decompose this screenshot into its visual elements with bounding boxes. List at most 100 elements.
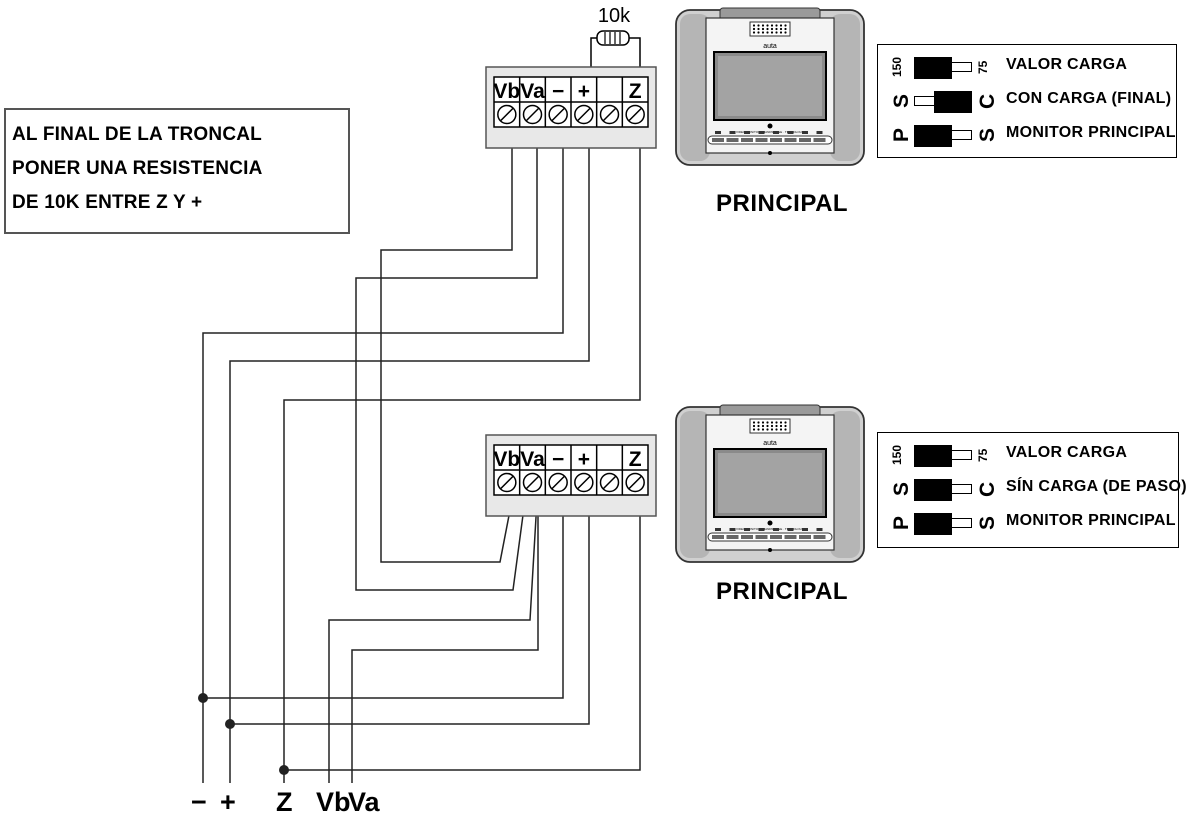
terminal-label-1: Va [520, 80, 545, 103]
switch-description: MONITOR PRINCIPAL [1006, 124, 1176, 141]
wire-va-upper [355, 124, 538, 591]
monitor-button[interactable] [712, 138, 724, 142]
switch-knob[interactable] [914, 513, 952, 535]
switch-right-label: 75 [976, 448, 990, 462]
bus-label-vb: Vb [316, 787, 351, 817]
switch-description: SÍN CARGA (DE PASO) [1006, 478, 1187, 495]
bus-label-minus: − [191, 787, 207, 817]
dip-settings-upper: 150 75 VALOR CARGA S C CON CARGA (FINAL) P S MON… [877, 44, 1177, 158]
wire-z-upper [283, 124, 641, 783]
monitor-fine-print: VIDEO MONITOR · HANDS FREE · TFT COLOUR [736, 130, 805, 134]
resistor-label: 10k [598, 5, 631, 27]
wire-vb-upper [380, 124, 513, 563]
instruction-note: AL FINAL DE LA TRONCAL PONER UNA RESISTE… [4, 108, 350, 234]
switch-left-label: P [890, 128, 913, 143]
dip-switch-row: P S MONITOR PRINCIPAL [878, 120, 1176, 150]
switch-knob[interactable] [914, 57, 952, 79]
terminal-label-2: − [552, 448, 564, 471]
terminal-label-5: Z [629, 80, 642, 103]
terminal-label-3: + [578, 80, 590, 103]
button-symbol-icon [787, 131, 794, 134]
button-symbol-icon [816, 131, 823, 134]
button-symbol-icon [787, 528, 794, 531]
monitor-button[interactable] [799, 138, 811, 142]
terminal-label-2: − [552, 80, 564, 103]
terminal-label-5: Z [629, 448, 642, 471]
switch-right-label: C [976, 93, 999, 109]
button-symbol-icon [816, 528, 823, 531]
button-symbol-icon [715, 131, 721, 134]
switch-description: CON CARGA (FINAL) [1006, 90, 1172, 107]
monitor-button[interactable] [755, 535, 768, 539]
dip-switch[interactable] [914, 513, 972, 535]
switch-left-label: 150 [890, 444, 904, 466]
dip-switch[interactable] [914, 479, 972, 501]
monitor-screen [718, 56, 822, 116]
switch-left-label: 150 [890, 56, 904, 78]
note-line-2: PONER UNA RESISTENCIA [12, 158, 263, 179]
switch-right-label: C [976, 481, 999, 497]
brand-logo: auta [763, 43, 777, 50]
switch-right-label: S [976, 516, 999, 531]
monitor-button[interactable] [784, 138, 797, 142]
bus-label-plus: + [220, 787, 236, 817]
button-symbol-icon [729, 131, 736, 134]
button-symbol-icon [773, 131, 779, 134]
wire-minus-lower [203, 496, 564, 699]
switch-left-label: P [890, 516, 913, 531]
button-symbol-icon [744, 131, 750, 134]
monitor-button[interactable] [813, 535, 826, 539]
camera-icon [767, 123, 773, 129]
switch-knob[interactable] [934, 91, 972, 113]
monitor-button[interactable] [712, 535, 724, 539]
brand-logo: auta [763, 440, 777, 447]
dip-switch-row: 150 75 VALOR CARGA [878, 52, 1176, 82]
dip-switch[interactable] [914, 91, 972, 113]
switch-knob[interactable] [914, 125, 952, 147]
bus-label-va: Va [348, 787, 380, 817]
monitor-button[interactable] [755, 138, 768, 142]
monitor-caption-lower: PRINCIPAL [716, 578, 849, 605]
button-symbol-icon [773, 528, 779, 531]
switch-knob[interactable] [914, 445, 952, 467]
button-symbol-icon [715, 528, 721, 531]
monitor-button[interactable] [741, 535, 753, 539]
monitor-button[interactable] [799, 535, 811, 539]
dip-switch[interactable] [914, 125, 972, 147]
switch-right-label: S [976, 128, 999, 143]
junction-dots [198, 693, 289, 775]
bus-wires [202, 124, 641, 783]
monitor-button[interactable] [726, 138, 739, 142]
dip-switch[interactable] [914, 57, 972, 79]
monitor-fine-print: VIDEO MONITOR · HANDS FREE · TFT COLOUR [736, 527, 805, 531]
switch-left-label: S [890, 482, 913, 497]
monitor-button[interactable] [813, 138, 826, 142]
switch-description: MONITOR PRINCIPAL [1006, 512, 1176, 529]
wire-vb-out [328, 499, 538, 783]
monitor-button[interactable] [770, 138, 782, 142]
terminal-label-1: Va [520, 448, 545, 471]
terminal-label-3: + [578, 448, 590, 471]
monitor-button[interactable] [726, 535, 739, 539]
dip-switch[interactable] [914, 445, 972, 467]
switch-knob[interactable] [914, 479, 952, 501]
monitor-button[interactable] [770, 535, 782, 539]
monitor-button[interactable] [784, 535, 797, 539]
terminal-label-0: Vb [493, 80, 520, 103]
switch-right-label: 75 [976, 60, 990, 74]
wire-plus-lower [230, 496, 590, 725]
button-symbol-icon [729, 528, 736, 531]
monitor-screen [718, 453, 822, 513]
button-symbol-icon [758, 528, 765, 531]
resistor-10k: 10k [590, 5, 641, 81]
monitor-caption-upper: PRINCIPAL [716, 190, 849, 217]
switch-description: VALOR CARGA [1006, 56, 1128, 73]
dip-switch-row: P S MONITOR PRINCIPAL [878, 508, 1178, 538]
microphone-icon [768, 151, 772, 155]
button-symbol-icon [758, 131, 765, 134]
monitor-button[interactable] [741, 138, 753, 142]
button-symbol-icon [802, 131, 808, 134]
